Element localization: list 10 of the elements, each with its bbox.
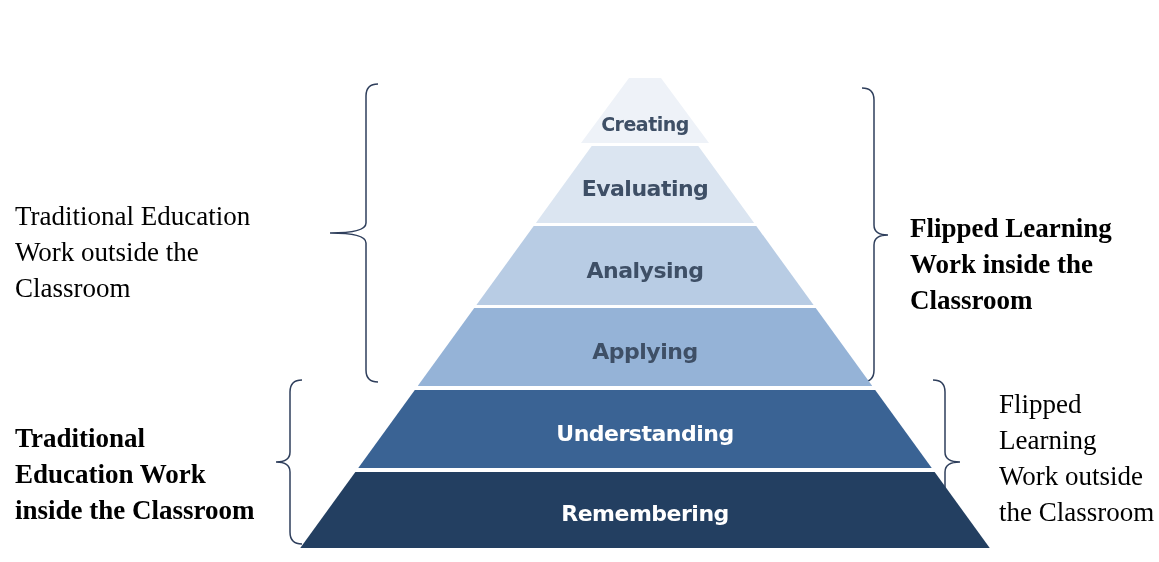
pyramid-level: Remembering	[300, 472, 990, 548]
pyramid-level: Analysing	[476, 226, 814, 305]
pyramid-level: Understanding	[358, 390, 932, 468]
side-label: Flipped Learning Work inside the Classroom	[910, 212, 1113, 317]
side-label: Traditional Education Work outside the Classroom	[15, 200, 252, 305]
pyramid-level: Creating	[581, 78, 709, 143]
pyramid-level: Evaluating	[535, 146, 755, 223]
pyramid-level: Applying	[417, 308, 873, 386]
side-label: Flipped Learning Work outside the Classroom	[999, 388, 1156, 529]
side-label: Traditional Education Work inside the Classroom	[15, 422, 256, 527]
